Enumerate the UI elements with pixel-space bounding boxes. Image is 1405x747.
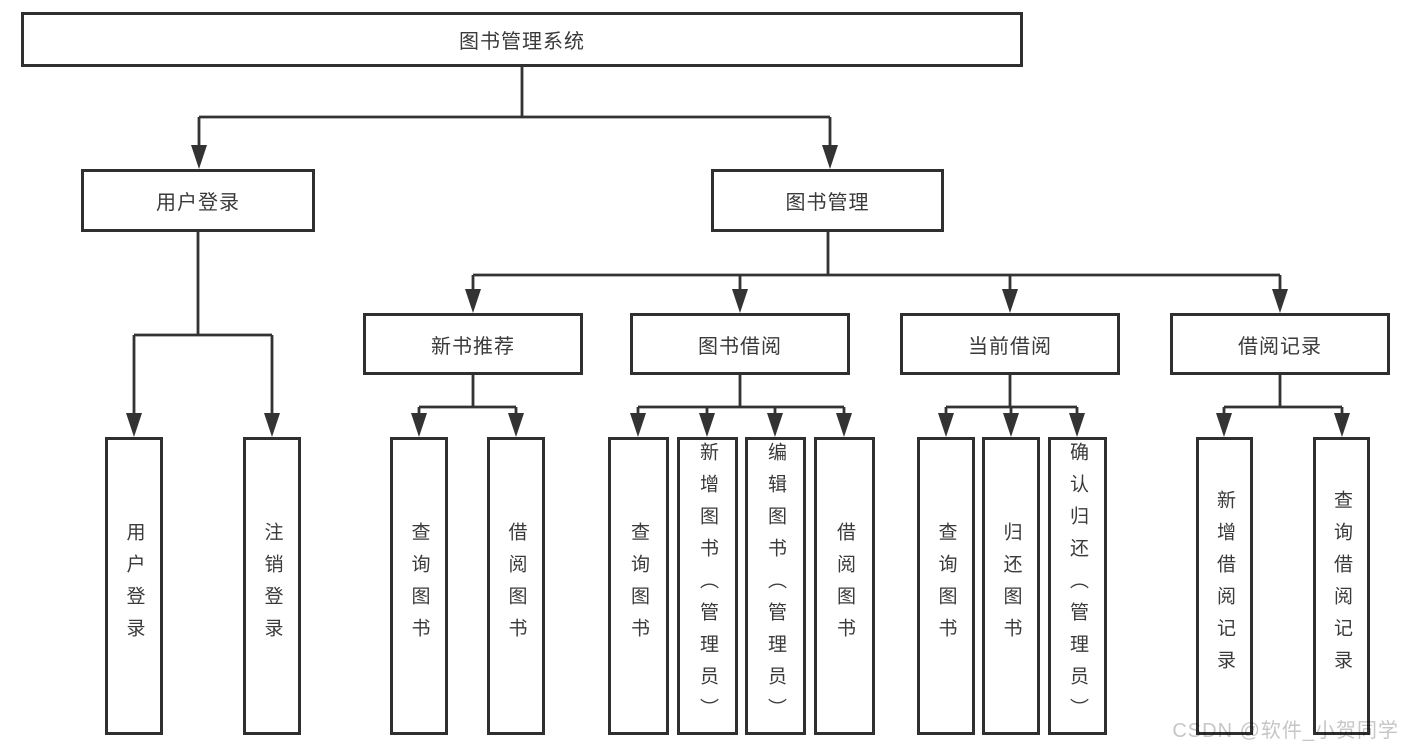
leaf-confirm-return-admin: 确认归还（管理员） <box>1048 437 1107 735</box>
leaf-query-books-borrow: 查询图书 <box>608 437 669 735</box>
leaf-add-borrow-record: 新增借阅记录 <box>1196 437 1253 735</box>
leaf-add-books-admin: 新增图书（管理员） <box>677 437 738 735</box>
arrow-icon <box>1334 413 1350 437</box>
node-current-borrow: 当前借阅 <box>900 313 1120 375</box>
arrow-icon <box>767 413 783 437</box>
connector-book-management <box>471 232 1282 290</box>
node-book-management: 图书管理 <box>711 169 944 232</box>
node-borrow-records: 借阅记录 <box>1170 313 1390 375</box>
leaf-query-books-recommend: 查询图书 <box>390 437 448 735</box>
arrowheads <box>126 145 1350 437</box>
node-label: 新书推荐 <box>431 335 515 358</box>
arrow-icon <box>732 289 748 313</box>
node-label: 图书管理 <box>785 192 870 214</box>
node-label: 用户登录 <box>123 522 145 650</box>
csdn-watermark: CSDN @软件_小贺同学 <box>1172 720 1399 742</box>
node-label: 编辑图书（管理员） <box>765 442 786 730</box>
node-label: 查询图书 <box>408 522 430 650</box>
node-label: 新增图书（管理员） <box>697 442 718 730</box>
arrow-icon <box>411 413 427 437</box>
arrow-icon <box>1216 413 1232 437</box>
node-label: 归还图书 <box>1000 522 1022 650</box>
arrow-icon <box>465 289 481 313</box>
node-user-login: 用户登录 <box>81 169 315 232</box>
node-label: 借阅图书 <box>505 522 527 650</box>
leaf-query-borrow-record: 查询借阅记录 <box>1313 437 1370 735</box>
connector-root <box>197 67 832 146</box>
leaf-query-books-current: 查询图书 <box>917 437 975 735</box>
connector-current-borrow <box>944 375 1079 414</box>
arrow-icon <box>938 413 954 437</box>
connector-new-book-recommend <box>417 375 518 414</box>
arrow-icon <box>1002 289 1018 313</box>
node-library-system: 图书管理系统 <box>21 12 1023 67</box>
arrow-icon <box>822 145 838 169</box>
arrow-icon <box>508 413 524 437</box>
arrow-icon <box>630 413 646 437</box>
arrow-icon <box>699 413 715 437</box>
node-label: 用户登录 <box>156 192 240 214</box>
node-label: 借阅记录 <box>1238 335 1322 358</box>
leaf-borrow-books: 借阅图书 <box>814 437 875 735</box>
node-label: 图书借阅 <box>698 335 782 358</box>
node-label: 当前借阅 <box>968 335 1052 358</box>
node-label: 确认归还（管理员） <box>1067 442 1088 730</box>
node-new-book-recommend: 新书推荐 <box>363 313 583 375</box>
connector-user-login <box>132 232 274 414</box>
node-label: 借阅图书 <box>834 522 855 650</box>
arrow-icon <box>1003 413 1019 437</box>
arrow-icon <box>126 413 142 437</box>
node-book-borrow: 图书借阅 <box>630 313 850 375</box>
leaf-return-books: 归还图书 <box>982 437 1040 735</box>
arrow-icon <box>191 145 207 169</box>
connector-borrow-records <box>1222 375 1344 414</box>
arrow-icon <box>836 413 852 437</box>
connector-book-borrow <box>636 375 846 414</box>
arrow-icon <box>264 413 280 437</box>
leaf-edit-books-admin: 编辑图书（管理员） <box>745 437 806 735</box>
leaf-logout: 注销登录 <box>243 437 301 735</box>
node-label: 查询图书 <box>628 522 649 650</box>
node-label: 注销登录 <box>261 522 283 650</box>
node-label: 查询借阅记录 <box>1331 490 1352 682</box>
node-label: 新增借阅记录 <box>1214 490 1235 682</box>
arrow-icon <box>1069 413 1085 437</box>
node-label: 查询图书 <box>935 522 957 650</box>
arrow-icon <box>1272 289 1288 313</box>
node-label: 图书管理系统 <box>459 31 585 53</box>
leaf-user-login: 用户登录 <box>105 437 163 735</box>
leaf-borrow-books-recommend: 借阅图书 <box>487 437 545 735</box>
